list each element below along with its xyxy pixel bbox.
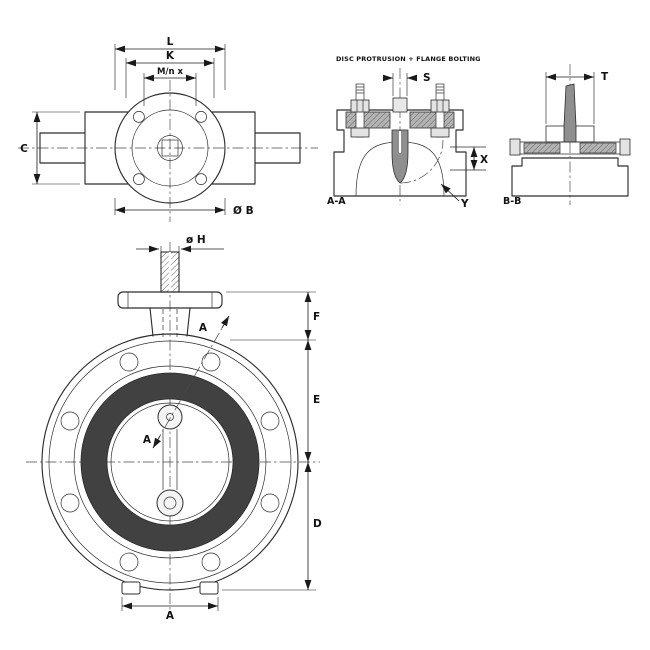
dim-label-D: D [313, 518, 322, 530]
top-view: L K M/n x C Ø B [18, 36, 318, 222]
section-bb-label: B-B [503, 196, 521, 207]
front-view: ø H [26, 234, 322, 622]
mounting-pad [114, 92, 226, 204]
body-flange [41, 333, 299, 591]
dim-X: X [450, 146, 488, 171]
dim-label-A: A [166, 610, 175, 622]
pad-bolt-holes [133, 111, 207, 185]
dim-label-Y: Y [460, 198, 469, 210]
dim-B: Ø B [114, 198, 254, 217]
dim-F: F [226, 291, 320, 341]
dim-label-F: F [313, 311, 320, 323]
dim-Mn: M/n x [143, 67, 197, 106]
dim-label-E: E [313, 394, 320, 406]
nut [430, 99, 450, 113]
disc-swing-arc [399, 139, 444, 184]
body-section-outline [333, 109, 467, 197]
dim-S: S [383, 72, 431, 96]
dim-C: C [20, 111, 80, 185]
cut-mark-label-bottom: A [143, 434, 152, 446]
body-section-outline [511, 157, 629, 197]
dim-label-Mn: M/n x [157, 67, 184, 77]
dim-H: ø H [136, 234, 224, 253]
top-hub [157, 404, 183, 430]
dim-label-K: K [166, 50, 175, 62]
section-aa-title: DISC PROTRUSION + FLANGE BOLTING [336, 55, 481, 63]
dim-K: K [125, 50, 215, 98]
stem-square-drive [161, 139, 179, 157]
dim-E: E [304, 340, 320, 462]
cut-mark-label-top: A [199, 322, 208, 334]
dim-label-S: S [423, 72, 431, 84]
section-bb: T B-B [503, 64, 631, 207]
dim-T: T [545, 71, 609, 124]
section-aa: DISC PROTRUSION + FLANGE BOLTING [327, 55, 488, 210]
valve-body-outline [39, 111, 301, 185]
nut [430, 127, 450, 138]
section-cut-line: A A [143, 315, 230, 449]
dim-label-H: ø H [186, 234, 206, 246]
seat-ring [80, 372, 260, 552]
bottom-lugs [121, 581, 219, 595]
dim-Y: Y [440, 183, 469, 210]
bottom-hub [156, 489, 184, 517]
nut [350, 99, 370, 113]
flange-sections [509, 138, 631, 156]
dim-label-C: C [20, 143, 28, 155]
top-flange-plate [117, 291, 223, 309]
flange-bolt-left [350, 83, 370, 138]
dim-label-L: L [167, 36, 174, 48]
dim-label-B: Ø B [233, 205, 254, 217]
disc [110, 402, 230, 522]
section-aa-label: A-A [327, 196, 346, 207]
dim-L: L [114, 36, 226, 90]
stem [160, 251, 180, 293]
dim-label-X: X [480, 154, 488, 166]
dim-D: D [222, 462, 322, 591]
flange-bolt-holes [60, 352, 280, 572]
nut [509, 138, 521, 156]
stem-boss [392, 97, 408, 113]
dim-label-T: T [601, 71, 609, 83]
disc-edge-blade [563, 83, 577, 143]
neck [149, 307, 191, 337]
nut [350, 127, 370, 138]
flange-bolt-right [430, 83, 450, 138]
dim-A: A [121, 597, 219, 622]
nut [619, 138, 631, 156]
